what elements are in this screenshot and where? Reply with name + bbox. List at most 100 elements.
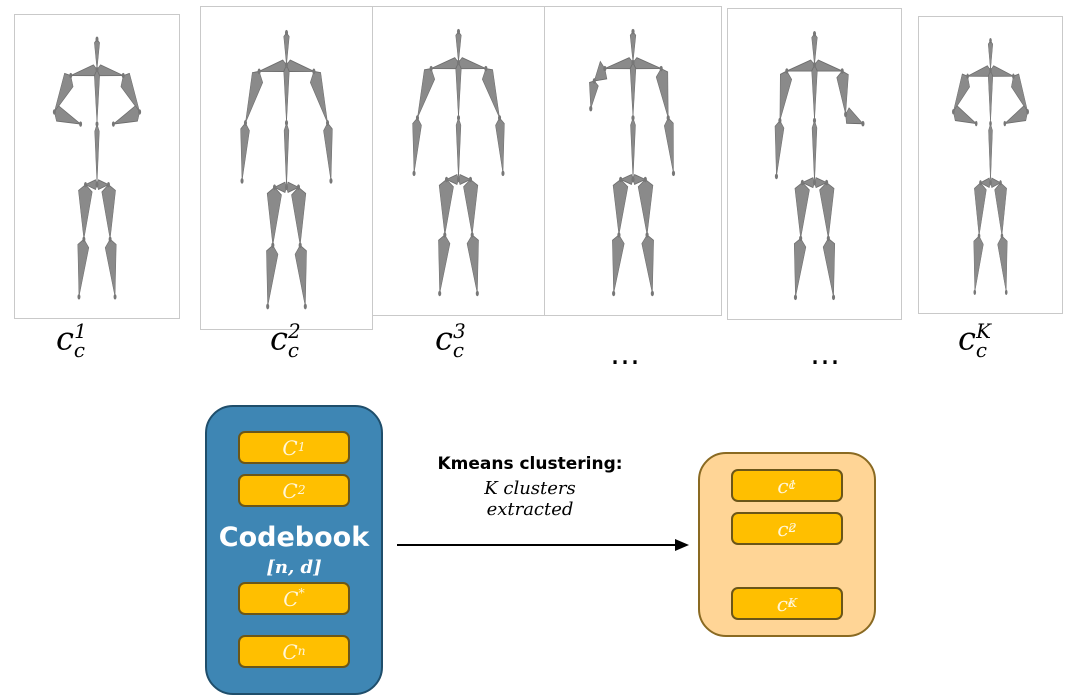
joint-lan bbox=[438, 290, 442, 297]
skeleton-panel-6 bbox=[918, 16, 1063, 314]
joint-neck bbox=[812, 62, 817, 68]
bone-lsh-lel bbox=[245, 70, 264, 124]
label-sub: c bbox=[452, 339, 465, 363]
joint-lan bbox=[793, 294, 798, 301]
entry-sup: 2 bbox=[788, 520, 797, 536]
joint-chest bbox=[456, 115, 461, 121]
bone-neck-rsh bbox=[632, 57, 662, 70]
skeleton-panel-5 bbox=[727, 8, 902, 320]
joint-chest bbox=[631, 115, 635, 121]
joint-ran bbox=[113, 294, 117, 300]
joint-lhip bbox=[619, 176, 623, 183]
entry-sub: 1 bbox=[297, 439, 306, 455]
entry-base: c bbox=[776, 591, 788, 616]
codebook-entry-star: C* bbox=[238, 582, 350, 615]
bone-lkn-lan bbox=[438, 234, 451, 294]
bone-rkn-ran bbox=[997, 235, 1008, 293]
bone-lel-lwr bbox=[953, 105, 977, 125]
panel-label-3: cc3 bbox=[435, 322, 466, 361]
joint-rwr bbox=[111, 121, 115, 127]
bone-lhip-lkn bbox=[974, 182, 987, 238]
bone-chest-pelvis bbox=[283, 121, 290, 188]
joint-head bbox=[631, 28, 635, 35]
bone-neck-chest bbox=[94, 68, 100, 125]
joint-rkn bbox=[108, 236, 112, 242]
bone-neck-rsh bbox=[286, 59, 314, 72]
joint-lhip bbox=[272, 184, 277, 191]
joint-lan bbox=[77, 294, 81, 300]
bone-rsh-rel bbox=[120, 72, 140, 113]
bone-neck-rsh bbox=[96, 64, 124, 77]
joint-lwr bbox=[974, 120, 978, 127]
bone-neck-lsh bbox=[967, 65, 991, 77]
joint-head bbox=[812, 31, 817, 37]
joint-rel bbox=[326, 120, 330, 126]
joint-ran bbox=[303, 303, 307, 310]
ellipsis-label-5: … bbox=[810, 337, 841, 372]
bone-neck-lsh bbox=[431, 57, 459, 70]
bone-rkn-ran bbox=[466, 234, 479, 294]
entry-base: C bbox=[282, 435, 298, 460]
joint-lwr bbox=[589, 105, 593, 112]
arrow-head bbox=[675, 539, 689, 551]
bone-rel-rwr bbox=[845, 107, 864, 125]
joint-rkn bbox=[826, 235, 830, 242]
skeleton-panel-2 bbox=[200, 6, 373, 330]
bone-lkn-lan bbox=[266, 244, 279, 307]
bone-neck-chest bbox=[987, 69, 994, 124]
joint-rwr bbox=[671, 170, 676, 177]
bone-chest-pelvis bbox=[811, 119, 818, 183]
joint-lan bbox=[266, 303, 270, 310]
bone-lsh-lel bbox=[779, 70, 793, 121]
joint-rsh bbox=[840, 68, 844, 74]
bone-lkn-lan bbox=[793, 237, 807, 298]
bone-rhip-rkn bbox=[819, 182, 835, 241]
skeleton-panel-3 bbox=[373, 6, 545, 316]
bone-neck-chest bbox=[283, 64, 290, 123]
joint-chest bbox=[989, 120, 992, 127]
codebook-title: Codebook bbox=[218, 522, 370, 553]
joint-ran bbox=[475, 290, 479, 297]
bone-rsh-rel bbox=[1011, 73, 1028, 113]
joint-pelvis bbox=[989, 180, 992, 186]
bone-rkn-ran bbox=[294, 244, 307, 307]
bone-lel-lwr bbox=[774, 119, 785, 177]
joint-ran bbox=[650, 290, 654, 297]
joint-lsh bbox=[966, 73, 969, 79]
bone-head-neck bbox=[987, 40, 994, 71]
skeleton-figure bbox=[774, 31, 865, 301]
label-sup: 3 bbox=[453, 320, 466, 343]
bone-neck-lsh bbox=[70, 64, 98, 77]
joint-rwr bbox=[329, 177, 333, 184]
joint-neck bbox=[95, 66, 99, 73]
bone-lhip-lkn bbox=[266, 186, 282, 248]
joint-lkn bbox=[799, 235, 803, 242]
bone-rel-rwr bbox=[495, 117, 505, 174]
joint-rkn bbox=[298, 242, 302, 249]
bone-rkn-ran bbox=[104, 238, 117, 297]
entry-sub: c bbox=[788, 520, 796, 536]
joint-rsh bbox=[312, 68, 316, 75]
joint-head bbox=[95, 36, 99, 42]
joint-rel bbox=[666, 115, 670, 121]
bone-rsh-rel bbox=[836, 70, 849, 117]
bone-lkn-lan bbox=[77, 238, 90, 297]
bone-neck-chest bbox=[811, 64, 818, 121]
bone-rhip-rkn bbox=[463, 178, 479, 237]
joint-rel bbox=[498, 115, 502, 121]
skeleton-panel-4 bbox=[545, 6, 722, 316]
bone-lhip-lkn bbox=[438, 178, 454, 237]
joint-lwr bbox=[79, 121, 83, 127]
entry-sup: K bbox=[788, 595, 798, 611]
joint-lel bbox=[415, 115, 419, 121]
bone-head-neck bbox=[455, 31, 462, 63]
joint-rsh bbox=[121, 72, 125, 79]
bone-neck-lsh bbox=[604, 57, 634, 70]
joint-rel bbox=[844, 111, 848, 118]
joint-neck bbox=[456, 59, 461, 66]
joint-neck bbox=[989, 67, 992, 73]
joint-rwr bbox=[501, 170, 505, 177]
